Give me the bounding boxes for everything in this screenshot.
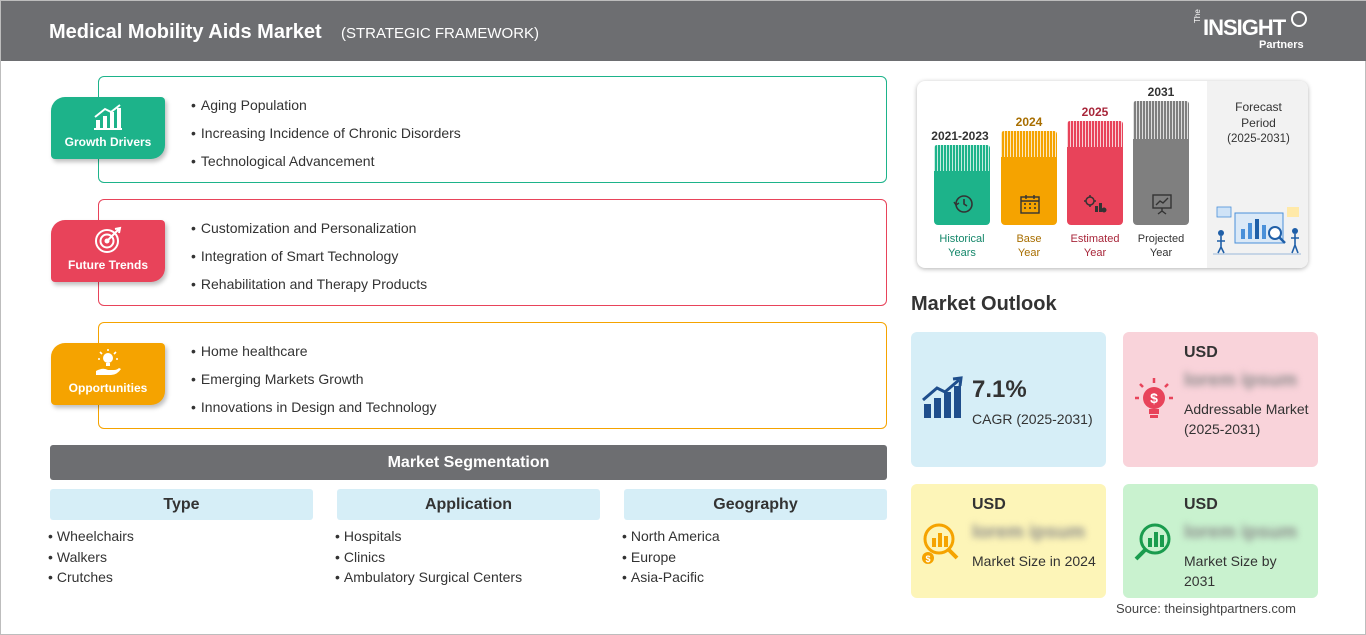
growth-drivers-label: Growth Drivers xyxy=(64,135,152,149)
currency-label: USD xyxy=(1184,344,1218,361)
list-item: Innovations in Design and Technology xyxy=(191,397,437,425)
segment-header-application: Application xyxy=(337,489,600,520)
forecast-period-text: Forecast Period (2025-2031) xyxy=(1227,100,1290,145)
target-icon xyxy=(95,226,122,253)
lightbulb-hand-icon xyxy=(96,349,121,375)
opportunities-box: Home healthcare Emerging Markets Growth … xyxy=(98,322,887,429)
growth-drivers-box: Aging Population Increasing Incidence of… xyxy=(98,76,887,183)
blurred-value: lorem ipsum xyxy=(1184,522,1297,542)
list-item: Rehabilitation and Therapy Products xyxy=(191,274,427,302)
label-estimated: Estimated Year xyxy=(1070,233,1120,259)
list-item: Wheelchairs xyxy=(48,527,134,548)
segment-list-geography: North America Europe Asia-Pacific xyxy=(622,527,720,589)
future-trends-box: Customization and Personalization Integr… xyxy=(98,199,887,306)
cagr-value: 7.1% xyxy=(972,376,1027,403)
list-item: Technological Advancement xyxy=(191,151,461,179)
year-historical: 2021-2023 xyxy=(931,129,989,143)
currency-label: USD xyxy=(972,496,1006,513)
timeline-card: 2021-2023 Historical Years 2024 Base xyxy=(917,81,1308,268)
header-bar: Medical Mobility Aids Market (STRATEGIC … xyxy=(1,1,1366,61)
list-item: Increasing Incidence of Chronic Disorder… xyxy=(191,123,461,151)
label-projected: Projected Year xyxy=(1137,233,1185,259)
source-credit[interactable]: Source: theinsightpartners.com xyxy=(1116,601,1296,616)
future-trends-label: Future Trends xyxy=(67,258,148,272)
segment-header-geography: Geography xyxy=(624,489,887,520)
presentation-chart-icon xyxy=(1152,194,1172,215)
dollar-bulb-icon: $ xyxy=(1135,378,1173,418)
market-size-2031-card: USD lorem ipsum Market Size by 2031 xyxy=(1123,484,1318,598)
opportunities-badge: Opportunities xyxy=(51,343,165,405)
growth-drivers-badge: Growth Drivers xyxy=(51,97,165,159)
timeline-bar-estimated xyxy=(1067,121,1123,225)
list-item: Asia-Pacific xyxy=(622,568,720,589)
opportunities-list: Home healthcare Emerging Markets Growth … xyxy=(191,341,437,425)
year-estimated: 2025 xyxy=(1081,105,1109,119)
logo-insight-text: INSIGHT xyxy=(1203,15,1286,40)
page-subtitle: (STRATEGIC FRAMEWORK) xyxy=(341,25,540,42)
list-item: Walkers xyxy=(48,548,134,569)
market-size-2031-label: Market Size by 2031 xyxy=(1184,553,1277,589)
blurred-value: lorem ipsum xyxy=(972,522,1085,542)
calendar-icon xyxy=(1020,195,1040,214)
list-item: Emerging Markets Growth xyxy=(191,369,436,397)
segment-list-application: Hospitals Clinics Ambulatory Surgical Ce… xyxy=(335,527,522,589)
list-item: Home healthcare xyxy=(191,341,436,369)
list-item: Crutches xyxy=(48,568,134,589)
market-outlook-title: Market Outlook xyxy=(911,293,1057,315)
label-base: Base Year xyxy=(1016,233,1042,259)
list-item: Clinics xyxy=(335,548,522,569)
timeline-bar-historical xyxy=(934,145,990,225)
currency-label: USD xyxy=(1184,496,1218,513)
timeline-bar-base xyxy=(1001,131,1057,225)
market-segmentation-title: Market Segmentation xyxy=(50,445,887,480)
label-historical: Historical Years xyxy=(939,233,985,259)
logo-ring-icon xyxy=(1291,11,1307,27)
logo-the-text: The xyxy=(1193,9,1202,23)
magnifier-chart-icon xyxy=(1134,523,1171,561)
market-size-2024-label: Market Size in 2024 xyxy=(972,553,1096,569)
opportunities-label: Opportunities xyxy=(68,381,148,395)
list-item: Ambulatory Surgical Centers xyxy=(335,568,522,589)
list-item: Customization and Personalization xyxy=(191,218,427,246)
market-size-2024-card: USD lorem ipsum $ Market Size in 2024 xyxy=(911,484,1106,598)
year-base: 2024 xyxy=(1015,115,1043,129)
analytics-illustration-icon xyxy=(1213,206,1301,255)
growth-drivers-list: Aging Population Increasing Incidence of… xyxy=(191,95,461,179)
cagr-card: 7.1% CAGR (2025-2031) xyxy=(911,332,1106,467)
blurred-value: lorem ipsum xyxy=(1184,370,1297,390)
list-item: Hospitals xyxy=(335,527,522,548)
growth-chart-icon xyxy=(922,376,963,418)
growth-chart-icon xyxy=(94,104,122,130)
segment-header-type: Type xyxy=(50,489,313,520)
gear-chart-icon xyxy=(1084,195,1107,213)
cagr-label: CAGR (2025-2031) xyxy=(972,411,1093,427)
future-trends-badge: Future Trends xyxy=(51,220,165,282)
list-item: North America xyxy=(622,527,720,548)
future-trends-list: Customization and Personalization Integr… xyxy=(191,218,427,302)
list-item: Europe xyxy=(622,548,720,569)
svg-text:$: $ xyxy=(1150,390,1158,406)
svg-text:$: $ xyxy=(925,554,930,564)
history-clock-icon xyxy=(953,195,973,213)
segment-list-type: Wheelchairs Walkers Crutches xyxy=(48,527,134,589)
page-title: Medical Mobility Aids Market xyxy=(49,21,322,43)
logo-partners-text: Partners xyxy=(1259,39,1304,51)
magnifier-dollar-icon: $ xyxy=(922,523,959,564)
addressable-market-label: Addressable Market (2025-2031) xyxy=(1184,401,1309,437)
list-item: Integration of Smart Technology xyxy=(191,246,427,274)
list-item: Aging Population xyxy=(191,95,461,123)
addressable-market-card: USD lorem ipsum $ Addressable Market (20… xyxy=(1123,332,1318,467)
timeline-bar-projected xyxy=(1133,101,1189,225)
insight-partners-logo[interactable]: The INSIGHT Partners xyxy=(1193,9,1313,55)
year-projected: 2031 xyxy=(1147,85,1175,99)
